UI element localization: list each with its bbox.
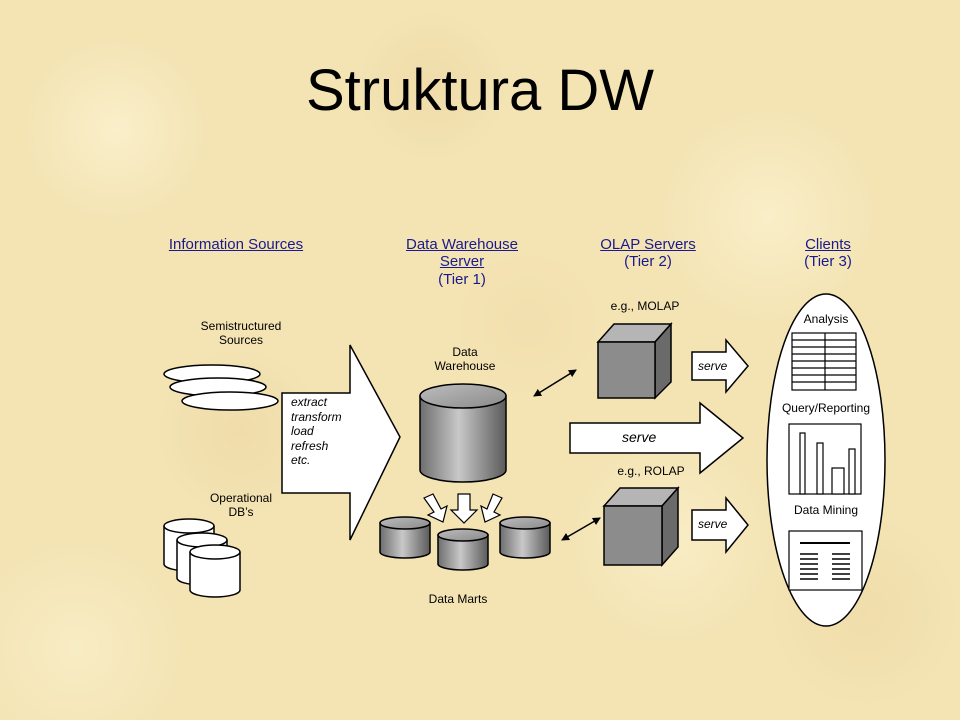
rolap-label: e.g., ROLAP (617, 464, 685, 478)
query-reporting-chart-icon (788, 423, 862, 495)
header-information-sources: Information Sources (168, 236, 304, 253)
serve-top-label: serve (698, 359, 728, 373)
header-olap-servers: OLAP Servers (Tier 2) (588, 236, 708, 271)
dw-molap-connector-icon (533, 369, 577, 397)
data-mining-document-icon (788, 530, 863, 591)
etl-arrow-icon (281, 344, 401, 541)
serve-arrow-bottom-icon (691, 495, 749, 555)
data-warehouse-label: Data Warehouse (420, 345, 510, 374)
operational-line1: Operational (209, 491, 273, 505)
dw-label-line1: Data (452, 345, 478, 359)
header-clients-line1: Clients (805, 236, 851, 253)
analysis-table-icon (791, 332, 857, 391)
etl-step-etc: etc. (291, 453, 311, 467)
data-marts-label: Data Marts (428, 592, 488, 606)
serve-arrow-top-icon (691, 337, 749, 395)
semistructured-sources-icon (163, 364, 279, 411)
header-dw-server-tier: (Tier 1) (438, 270, 486, 288)
etl-step-load: load (291, 424, 314, 438)
serve-arrow-middle-icon (569, 401, 745, 475)
header-clients-tier: (Tier 3) (804, 253, 852, 271)
serve-middle-label: serve (622, 429, 657, 445)
molap-label: e.g., MOLAP (610, 299, 680, 313)
rolap-cube-icon (602, 486, 680, 567)
etl-step-extract: extract (291, 395, 328, 409)
query-reporting-label: Query/Reporting (781, 401, 871, 415)
header-dw-server: Data Warehouse Server (Tier 1) (392, 236, 532, 288)
semistructured-sources-label: Semistructured Sources (188, 319, 294, 348)
dw-label-line2: Warehouse (434, 358, 496, 373)
header-clients: Clients (Tier 3) (778, 236, 878, 271)
header-information-sources-text: Information Sources (168, 236, 304, 253)
analysis-label: Analysis (803, 312, 849, 326)
operational-dbs-icon (163, 518, 241, 598)
header-olap-servers-line1: OLAP Servers (600, 236, 696, 253)
data-mining-label: Data Mining (793, 503, 859, 517)
serve-bottom-label: serve (698, 517, 728, 531)
etl-steps-label: extract transform load refresh etc. (291, 395, 342, 468)
semistructured-line2: Sources (218, 332, 264, 347)
operational-line2: DB’s (228, 504, 254, 519)
header-dw-server-line2: Server (439, 253, 485, 271)
data-mart-cylinders-icon (379, 516, 551, 571)
dw-rolap-connector-icon (561, 517, 601, 541)
semistructured-line1: Semistructured (200, 319, 282, 333)
etl-step-refresh: refresh (291, 438, 329, 453)
data-warehouse-cylinder-icon (419, 383, 507, 483)
data-mart-arrows-icon (423, 493, 503, 524)
etl-step-transform: transform (291, 409, 342, 424)
header-dw-server-line1: Data Warehouse (405, 236, 518, 253)
molap-cube-icon (596, 322, 673, 400)
slide-title: Struktura DW (305, 58, 655, 123)
operational-dbs-label: Operational DB’s (196, 491, 286, 520)
header-olap-tier: (Tier 2) (624, 253, 672, 271)
